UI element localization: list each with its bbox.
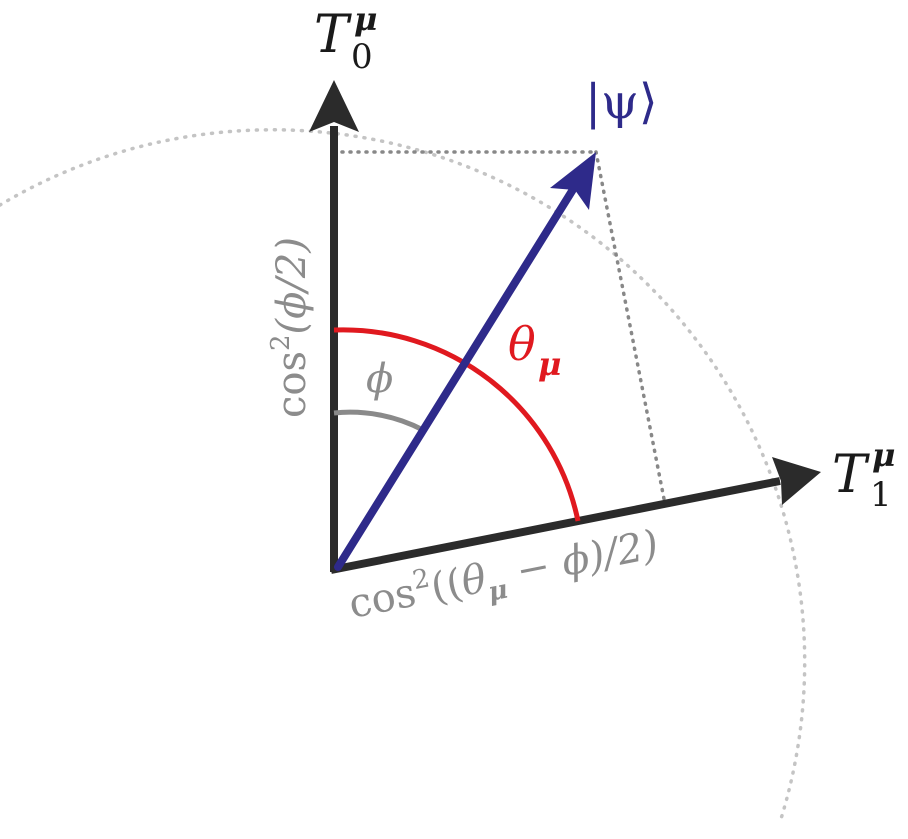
theta-label: θ [508,317,536,371]
cos-theta-exp: 2 [410,564,432,597]
t1-label-sub: 1 [870,475,892,515]
t0-label-sub: 0 [351,37,373,77]
cos-theta-fn: cos [345,570,420,628]
theta-label-sub: μ [538,345,561,383]
psi-label: |ψ⟩ [585,74,658,130]
t1-label-base: T [832,445,870,505]
cos-phi-label: cos2(ϕ/2) [266,237,315,418]
t1-label-sup: μ [872,436,895,474]
phi-label: ϕ [366,356,393,402]
t1-arrowhead [772,457,821,505]
cos-phi-arg: (ϕ/2) [269,237,315,334]
t0-label-base: T [314,5,352,65]
t0-arrowhead [309,80,359,132]
t0-label: T [314,5,352,65]
t1-label: T [832,445,870,505]
projection-line-to-t1 [594,150,667,506]
t0-label-sup: μ [354,0,377,38]
cos-phi-fn: cos [269,351,315,418]
psi-vector [334,179,581,571]
unit-circle-arc [0,128,807,824]
theta-arc [333,327,581,522]
cos-phi-exp: 2 [266,334,296,351]
psi-arrowhead [550,152,596,210]
phi-arc [333,409,425,433]
t1-axis [330,477,781,574]
svg-text:cos2(ϕ/2): cos2(ϕ/2) [266,237,315,418]
